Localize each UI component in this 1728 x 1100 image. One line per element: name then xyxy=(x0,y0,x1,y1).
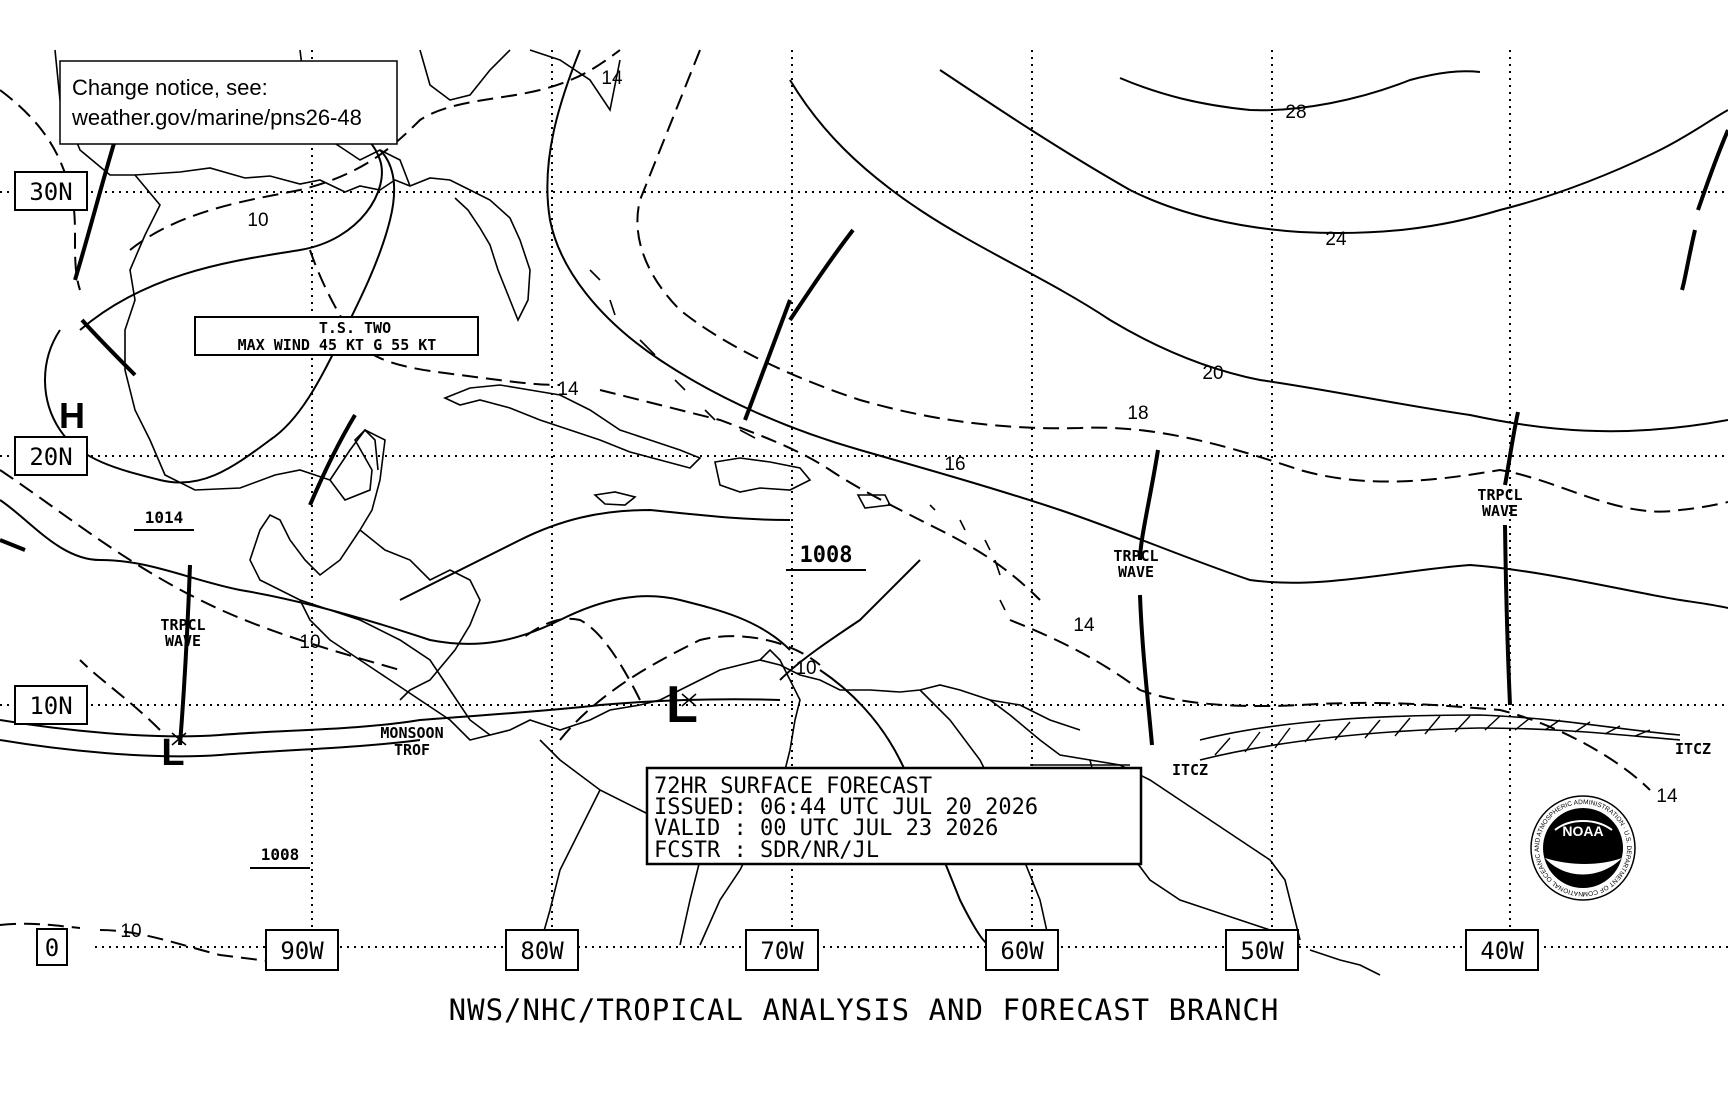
high-pressure-marker: H xyxy=(59,395,85,436)
forecast-forecaster: FCSTR : SDR/NR/JL xyxy=(654,838,879,863)
isobar-label: 20 xyxy=(1202,363,1223,384)
itcz-band xyxy=(1030,714,1681,766)
itcz-label: ITCZ xyxy=(1172,761,1208,779)
storm-name: T.S. TWO xyxy=(319,319,391,337)
tropical-wave-label: TRPCL xyxy=(1477,486,1522,504)
monsoon-trough-label: TROF xyxy=(394,741,430,759)
tropical-wave-label: WAVE xyxy=(165,632,201,650)
change-notice-text: Change notice, see: xyxy=(72,75,268,100)
storm-max-wind: MAX WIND 45 KT G 55 KT xyxy=(238,336,437,354)
lat-label-10n: 10N xyxy=(29,692,72,720)
lat-labels: 30N 20N 10N 0 xyxy=(14,171,88,966)
lon-label-40w: 40W xyxy=(1480,937,1524,965)
isobar-label: 14 xyxy=(1073,615,1095,636)
low-pressure-marker: L xyxy=(161,732,184,774)
lon-label-80w: 80W xyxy=(520,937,564,965)
isobar-label: 10 xyxy=(795,658,816,679)
lat-label-0: 0 xyxy=(45,934,59,962)
monsoon-trough-label: MONSOON xyxy=(380,724,443,742)
storm-info-box: T.S. TWO MAX WIND 45 KT G 55 KT xyxy=(194,316,479,356)
lon-label-90w: 90W xyxy=(280,937,324,965)
tropical-wave-label: WAVE xyxy=(1118,563,1154,581)
isobar-label: 24 xyxy=(1325,229,1347,250)
isobar-label: 16 xyxy=(944,454,965,475)
isobar-label: 18 xyxy=(1127,403,1148,424)
isobar-label: 14 xyxy=(601,68,623,89)
lon-label-50w: 50W xyxy=(1240,937,1284,965)
forecast-info-box: 72HR SURFACE FORECAST ISSUED: 06:44 UTC … xyxy=(645,766,1143,866)
footer-title: NWS/NHC/TROPICAL ANALYSIS AND FORECAST B… xyxy=(449,993,1280,1027)
pressure-value-label: 1008 xyxy=(800,543,853,568)
isobar-label: 10 xyxy=(120,921,141,942)
isobar-label: 14 xyxy=(1656,786,1678,807)
lat-label-30n: 30N xyxy=(29,178,72,206)
forecast-issued: ISSUED: 06:44 UTC JUL 20 2026 xyxy=(654,795,1038,820)
lat-label-20n: 20N xyxy=(29,443,72,471)
itcz-label: ITCZ xyxy=(1675,740,1711,758)
low-pressure-marker: L xyxy=(666,676,698,734)
pressure-centers: H L L 1014 1008 1008 xyxy=(59,395,866,869)
low-center-markers xyxy=(171,693,697,746)
isobar-label: 14 xyxy=(557,379,579,400)
lon-labels: 90W 80W 70W 60W 50W 40W xyxy=(265,929,1539,971)
tropical-wave-label: WAVE xyxy=(1482,502,1518,520)
isobars xyxy=(0,49,1728,971)
isobar-label: 10 xyxy=(247,210,268,231)
feature-labels: TRPCL WAVE TRPCL WAVE TRPCL WAVE MONSOON… xyxy=(160,486,1711,779)
isobar-labels: 14 28 10 24 20 14 18 16 14 10 10 14 10 xyxy=(120,68,1678,942)
pressure-value-label: 1014 xyxy=(145,508,184,527)
forecast-valid: VALID : 00 UTC JUL 23 2026 xyxy=(654,816,998,841)
change-notice-link[interactable]: weather.gov/marine/pns26-48 xyxy=(71,105,362,130)
tropical-wave-label: TRPCL xyxy=(160,616,205,634)
lon-label-60w: 60W xyxy=(1000,937,1044,965)
isobar-label: 28 xyxy=(1285,102,1306,123)
isobar-label: 10 xyxy=(299,632,320,653)
forecast-title: 72HR SURFACE FORECAST xyxy=(654,774,932,799)
lon-label-70w: 70W xyxy=(760,937,804,965)
noaa-logo-text: NOAA xyxy=(1562,823,1603,839)
pressure-value-label: 1008 xyxy=(261,845,300,864)
tropical-wave-label: TRPCL xyxy=(1113,547,1158,565)
tropical-waves xyxy=(0,129,1728,746)
change-notice-box: Change notice, see: weather.gov/marine/p… xyxy=(59,60,398,145)
